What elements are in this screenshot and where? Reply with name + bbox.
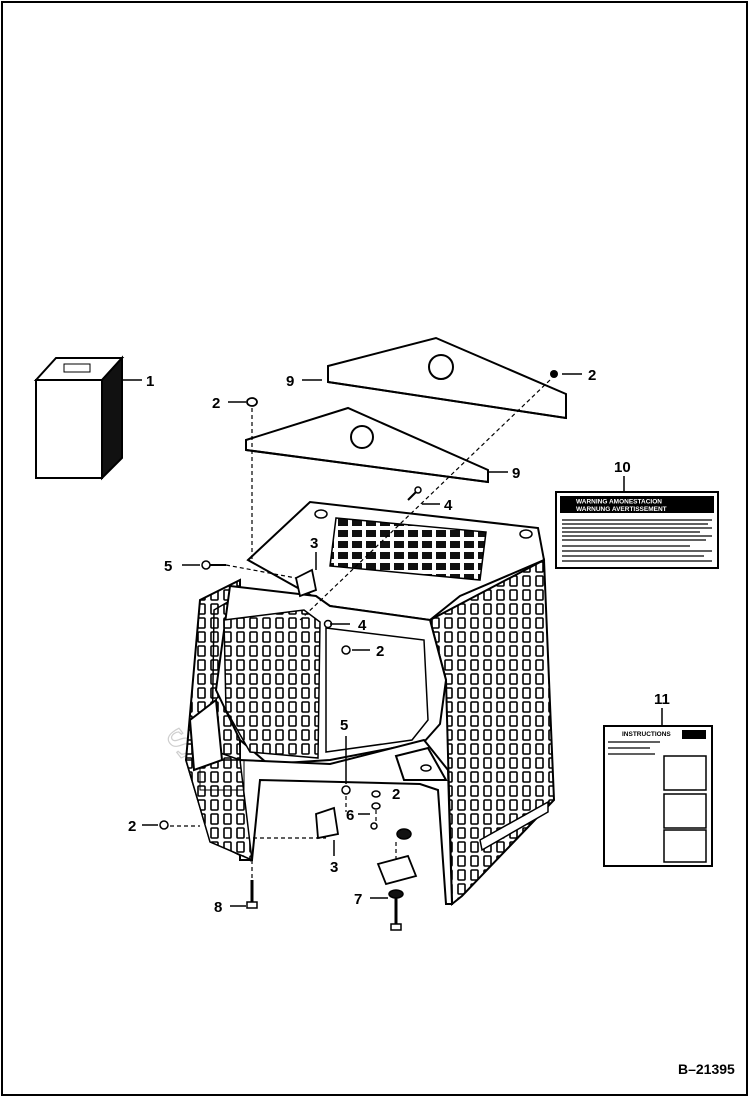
instruction-decal-title: INSTRUCTIONS xyxy=(622,731,671,738)
warning-decal-line1: WARNING AMONESTACION xyxy=(576,499,662,506)
callout-3-upper: 3 xyxy=(310,535,318,552)
part-1-box xyxy=(33,355,142,481)
reference-code: B–21395 xyxy=(678,1061,735,1077)
alignment-lines xyxy=(170,379,551,880)
leader-lines xyxy=(142,373,663,907)
part-9-upper-bracket xyxy=(302,336,567,420)
callout-2-middle: 2 xyxy=(376,643,384,660)
callout-9-lower: 9 xyxy=(512,465,520,482)
callout-9-upper: 9 xyxy=(286,373,294,390)
callout-3-lower: 3 xyxy=(330,859,338,876)
hardware xyxy=(159,370,558,931)
callout-11: 11 xyxy=(654,691,670,708)
part-11-instruction-decal: INSTRUCTIONS xyxy=(603,725,713,867)
part-9-lower-bracket xyxy=(245,406,508,484)
part-10-warning-decal: WARNING AMONESTACION WARNUNG AVERTISSEME… xyxy=(555,491,719,569)
warning-decal-line2: WARNUNG AVERTISSEMENT xyxy=(576,506,667,513)
callout-2-top-left: 2 xyxy=(212,395,220,412)
callout-2-lower: 2 xyxy=(392,786,400,803)
callout-8: 8 xyxy=(214,899,222,916)
callout-6: 6 xyxy=(346,807,354,824)
callout-4-lower: 4 xyxy=(358,617,367,634)
enclosure xyxy=(184,500,556,907)
callouts: 1 2 2 2 2 2 3 3 4 4 5 5 6 7 8 9 9 10 11 xyxy=(128,367,670,916)
callout-10: 10 xyxy=(614,459,631,476)
callout-5-lower: 5 xyxy=(340,717,348,734)
callout-2-left: 2 xyxy=(128,818,136,835)
callout-1: 1 xyxy=(146,373,154,390)
callout-4-upper: 4 xyxy=(444,497,453,514)
callout-7: 7 xyxy=(354,891,362,908)
callout-5-left: 5 xyxy=(164,558,172,575)
callout-2-top-right: 2 xyxy=(588,367,596,384)
